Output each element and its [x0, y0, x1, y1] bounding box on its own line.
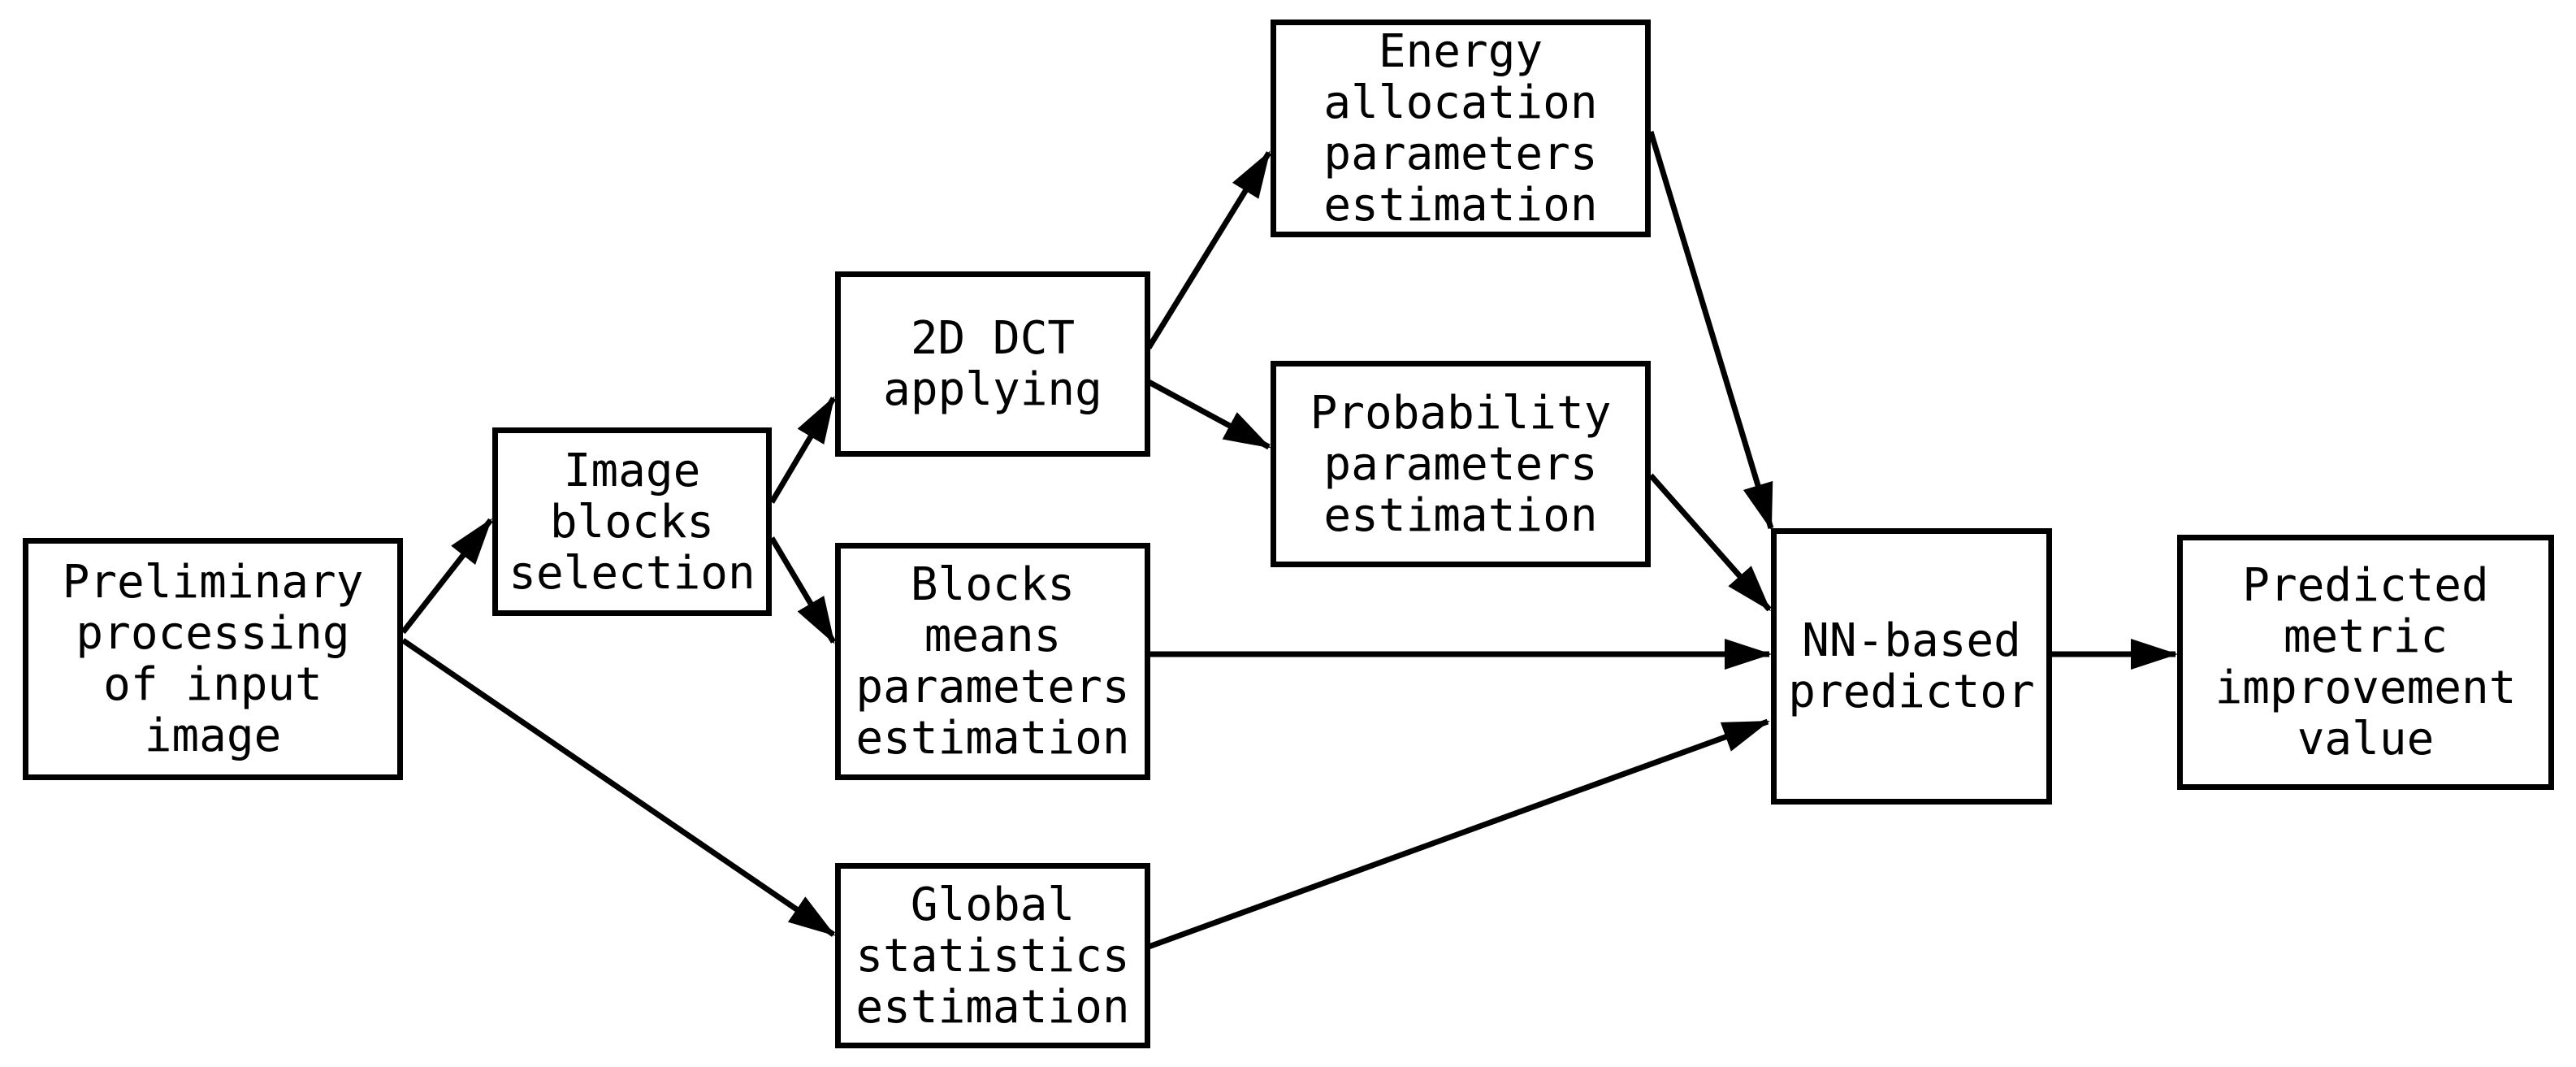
node-blocks-means-parameters-estimation: Blocks means parameters estimation [835, 543, 1150, 780]
arrow-energy-to-nn [1647, 130, 1774, 531]
arrow-global-statistics-to-nn [1147, 718, 1770, 950]
node-global-statistics-estimation: Global statistics estimation [835, 863, 1150, 1048]
arrow-probability-to-nn [1648, 473, 1772, 612]
node-2d-dct-applying: 2D DCT applying [835, 271, 1150, 457]
node-image-blocks-selection: Image blocks selection [492, 427, 772, 616]
node-energy-allocation-parameters-estimation: Energy allocation parameters estimation [1271, 20, 1651, 237]
arrow-blocks-selection-to-dct [768, 396, 837, 504]
node-predicted-metric-improvement-value: Predicted metric improvement value [2177, 535, 2554, 790]
node-probability-parameters-estimation: Probability parameters estimation [1271, 361, 1651, 567]
arrow-blocks-selection-to-blocks-means [768, 536, 837, 644]
arrow-preliminary-to-global-statistics [401, 638, 836, 937]
node-preliminary-processing: Preliminary processing of input image [23, 538, 403, 780]
arrow-dct-to-energy [1146, 150, 1271, 349]
arrow-preliminary-to-blocks-selection [400, 518, 493, 635]
node-nn-based-predictor: NN-based predictor [1771, 528, 2052, 805]
arrow-dct-to-probability [1147, 379, 1271, 450]
